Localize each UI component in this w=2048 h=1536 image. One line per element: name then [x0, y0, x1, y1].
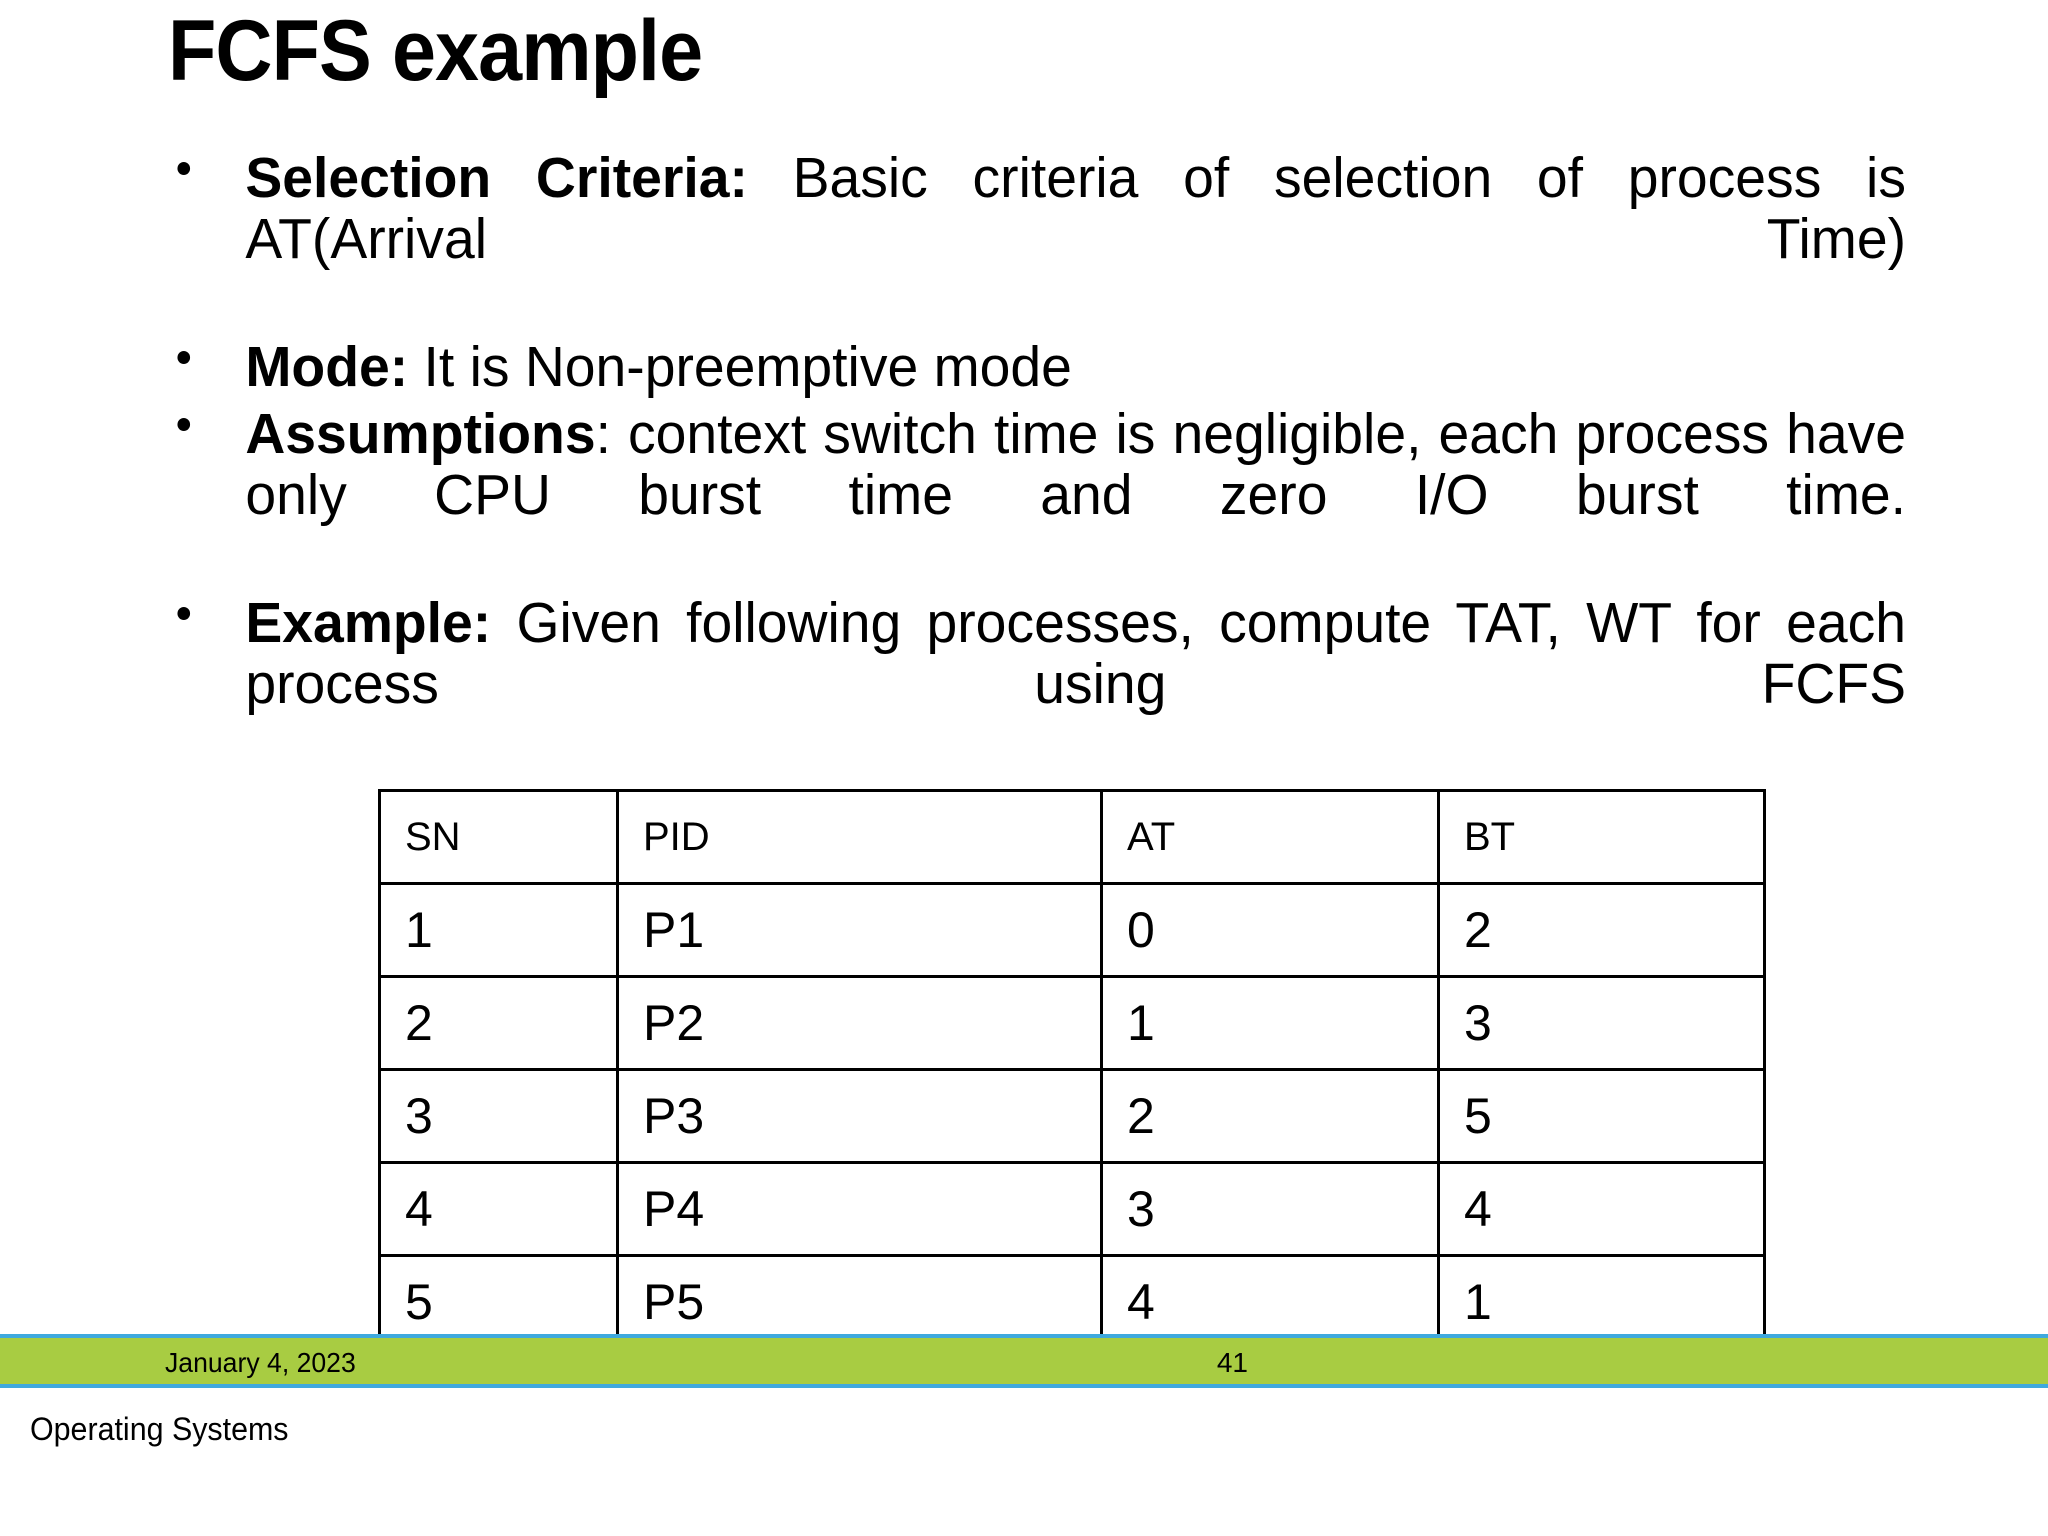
process-table: SN PID AT BT 1 P1 0 2 2 P2 1 3 3 P3: [378, 789, 1766, 1350]
bullet-dot-icon: [177, 606, 191, 620]
table-header-sn: SN: [378, 789, 619, 885]
cell-sn: 3: [378, 1068, 619, 1164]
cell-pid: P1: [616, 882, 1103, 978]
table-header-at: AT: [1100, 789, 1440, 885]
table-row: 3 P3 2 5: [378, 1068, 1766, 1164]
bullet-list: Selection Criteria: Basic criteria of se…: [160, 148, 1960, 782]
cell-at: 3: [1100, 1161, 1440, 1257]
table-header-pid: PID: [616, 789, 1103, 885]
bullet-dot-icon: [177, 161, 191, 175]
table-header-bt: BT: [1437, 789, 1766, 885]
bullet-label-mode: Mode:: [245, 334, 409, 399]
cell-pid: P3: [616, 1068, 1103, 1164]
cell-pid: P2: [616, 975, 1103, 1071]
bullet-item-mode: Mode: It is Non-preemptive mode: [160, 334, 1906, 399]
cell-bt: 3: [1437, 975, 1766, 1071]
cell-sn: 2: [378, 975, 619, 1071]
cell-sn: 4: [378, 1161, 619, 1257]
footer-page-number: 41: [1216, 1347, 1248, 1378]
cell-bt: 4: [1437, 1161, 1766, 1257]
footer-band: [0, 1334, 2048, 1388]
cell-sn: 1: [378, 882, 619, 978]
cell-pid: P4: [616, 1161, 1103, 1257]
page-title: FCFS example: [168, 3, 703, 99]
bullet-text-selection-criteria: Basic criteria of selection of process i…: [245, 146, 1907, 271]
bullet-text-example: Given following processes, compute TAT, …: [245, 590, 1907, 716]
bullet-item-selection-criteria: Selection Criteria: Basic criteria of se…: [160, 148, 1906, 331]
table-row: 4 P4 3 4: [378, 1161, 1766, 1257]
bullet-item-example: Example: Given following processes, comp…: [160, 590, 1907, 776]
bullet-dot-icon: [177, 350, 191, 364]
footer-subject: Operating Systems: [30, 1411, 289, 1447]
bullet-dot-icon: [177, 417, 191, 431]
cell-bt: 5: [1437, 1068, 1766, 1164]
bullet-label-selection-criteria: Selection Criteria:: [245, 146, 748, 210]
cell-at: 0: [1100, 882, 1440, 978]
table-row: 2 P2 1 3: [378, 975, 1766, 1071]
bullet-label-example: Example:: [245, 590, 492, 655]
bullet-item-assumptions: Assumptions: context switch time is negl…: [160, 401, 1907, 587]
bullet-label-assumptions: Assumptions: [245, 401, 596, 466]
cell-bt: 2: [1437, 882, 1766, 978]
bullet-text-mode: It is Non-preemptive mode: [408, 334, 1072, 399]
footer-date: January 4, 2023: [165, 1347, 356, 1378]
table-row: 1 P1 0 2: [378, 882, 1766, 978]
table-header-row: SN PID AT BT: [378, 789, 1766, 885]
cell-at: 2: [1100, 1068, 1440, 1164]
bullet-text-assumptions: : context switch time is negligible, eac…: [245, 401, 1907, 527]
cell-at: 1: [1100, 975, 1440, 1071]
